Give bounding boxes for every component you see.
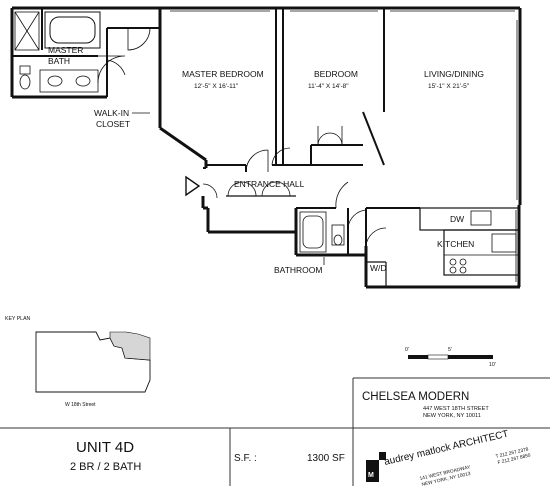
building-address-1: 447 WEST 18TH STREET bbox=[423, 406, 489, 412]
interior-walls bbox=[12, 8, 520, 287]
sf-label: S.F. : bbox=[234, 453, 257, 464]
master-bath-label-2: BATH bbox=[48, 56, 70, 66]
bedroom-dims: 11'-4" X 14'-8" bbox=[308, 83, 349, 90]
bathroom-fixtures bbox=[299, 211, 345, 253]
walk-in-closet-label-1: WALK-IN bbox=[94, 108, 129, 118]
entrance-arrow-icon bbox=[185, 175, 201, 197]
walk-in-closet-label-2: CLOSET bbox=[96, 119, 130, 129]
scale-bar bbox=[408, 354, 493, 360]
building-name: CHELSEA MODERN bbox=[362, 391, 469, 403]
scale-label-10: 10' bbox=[489, 362, 496, 368]
master-bath-fixtures bbox=[19, 65, 99, 93]
unit-bed-bath: 2 BR / 2 BATH bbox=[70, 461, 141, 473]
architect-logo-icon: M bbox=[366, 452, 386, 482]
master-bath-label-1: MASTER bbox=[48, 45, 83, 55]
exterior-walls bbox=[10, 6, 522, 289]
master-bedroom-dims: 12'-5" X 16'-11" bbox=[194, 83, 239, 90]
living-dining-dims: 15'-1" X 21'-5" bbox=[428, 83, 470, 90]
scale-label-0: 0' bbox=[405, 347, 409, 353]
kitchen-label: KITCHEN bbox=[437, 239, 474, 249]
architect-name: audrey matlock ARCHITECT bbox=[383, 429, 509, 468]
master-bathtub bbox=[44, 11, 101, 49]
unit-name: UNIT 4D bbox=[76, 439, 134, 456]
title-block-frame bbox=[0, 377, 550, 486]
key-plan-street: W 18th Street bbox=[65, 402, 96, 408]
key-plan-diagram bbox=[35, 331, 151, 393]
scale-label-5: 5' bbox=[448, 347, 452, 353]
key-plan-label: KEY PLAN bbox=[5, 316, 31, 322]
wd-label: W/D bbox=[370, 263, 387, 273]
building-address-2: NEW YORK, NY 10011 bbox=[423, 413, 481, 419]
living-dining-label: LIVING/DINING bbox=[424, 69, 484, 79]
bathroom-label: BATHROOM bbox=[274, 265, 322, 275]
dw-label: DW bbox=[450, 214, 464, 224]
entrance-hall-label: ENTRANCE HALL bbox=[234, 179, 305, 189]
bedroom-label: BEDROOM bbox=[314, 69, 358, 79]
kitchen-fixtures bbox=[444, 210, 519, 274]
master-bedroom-label: MASTER BEDROOM bbox=[182, 69, 264, 79]
shower-stall bbox=[14, 11, 40, 51]
sf-value: 1300 SF bbox=[307, 453, 345, 464]
svg-text:M: M bbox=[368, 472, 374, 479]
door-swings bbox=[97, 27, 387, 247]
